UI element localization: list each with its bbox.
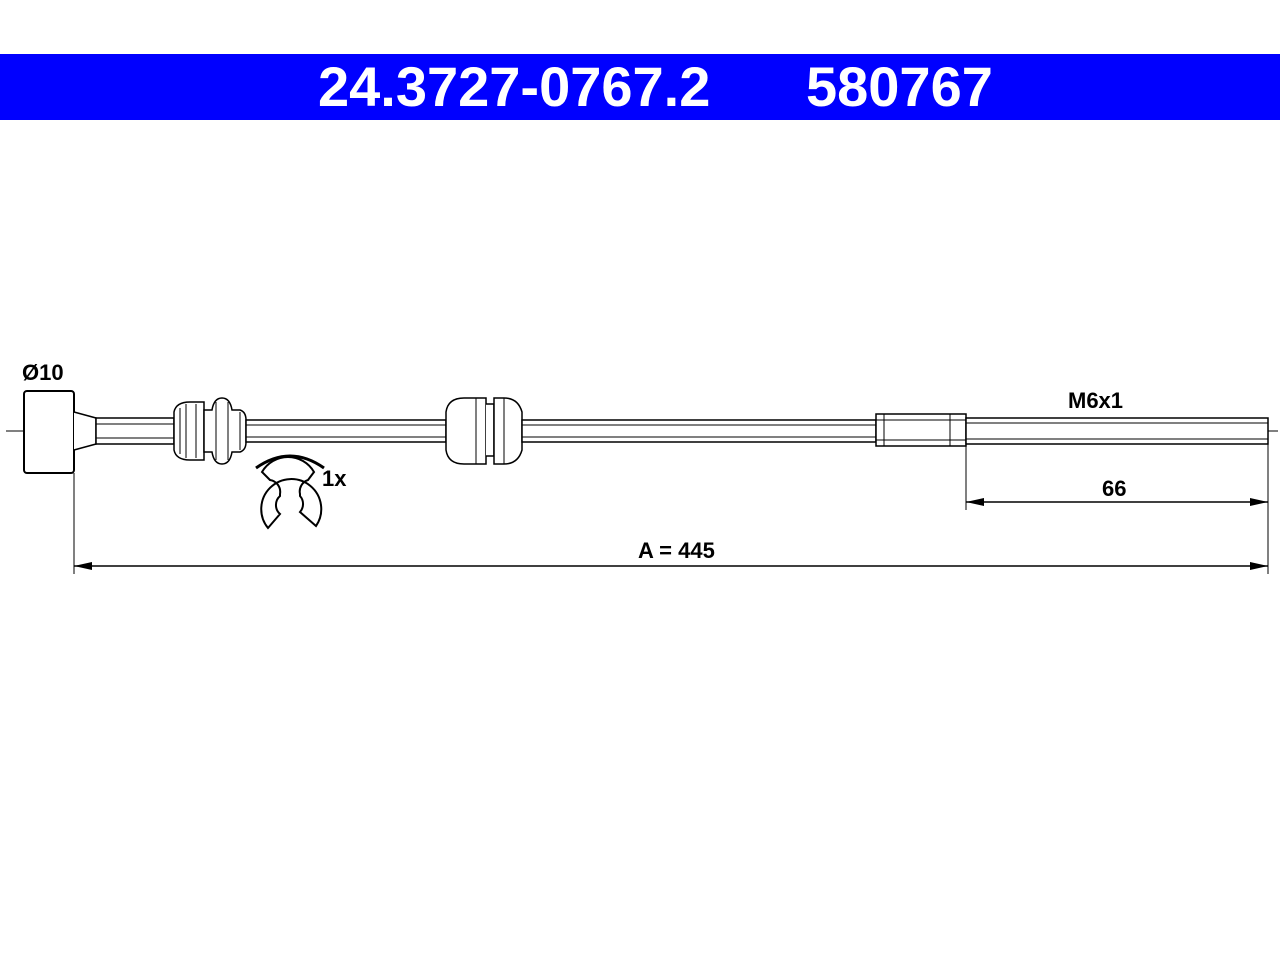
thread-length-label: 66	[1102, 476, 1126, 501]
cable-sheath-left	[245, 419, 447, 443]
thread-label: M6x1	[1068, 388, 1123, 413]
total-length-label: A = 445	[638, 538, 715, 563]
threaded-rod	[965, 417, 1269, 445]
diameter-label: Ø10	[22, 360, 64, 385]
retaining-clip	[260, 455, 323, 530]
cable-sheath-right	[521, 419, 877, 443]
clip-arc	[255, 454, 325, 470]
nipple-neck	[73, 411, 97, 451]
grommet-left-lobe	[173, 401, 205, 461]
clip-quantity-label: 1x	[322, 466, 347, 491]
ferrule-sleeve	[95, 417, 175, 445]
middle-bushing-left	[445, 397, 487, 465]
middle-bushing-right	[493, 397, 523, 465]
header-bar: 24.3727-0767.2 580767	[0, 54, 1280, 120]
end-fitting	[875, 413, 967, 447]
reference-number: 580767	[806, 55, 993, 118]
cable-end-nipple	[23, 390, 75, 474]
part-number: 24.3727-0767.2	[318, 55, 711, 118]
